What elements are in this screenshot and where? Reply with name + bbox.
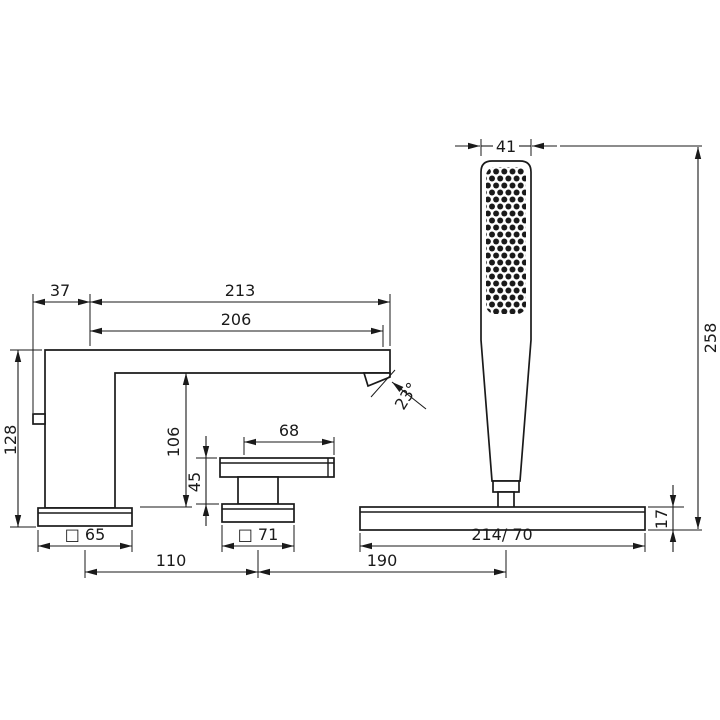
dim-shower-height-label: 258 — [701, 323, 720, 354]
dim-spout-reach-label: 206 — [221, 310, 252, 329]
shower-base-plate — [359, 506, 646, 531]
spout-aerator-nozzle — [362, 372, 391, 388]
handle-base-plate — [221, 503, 295, 523]
dim-spout-handle-spacing-label: 110 — [156, 551, 187, 570]
handshower-spray-face — [486, 167, 526, 314]
spout-side-tab — [32, 413, 46, 425]
dim-spout-height-label: 128 — [1, 425, 20, 456]
dim-spout-back-offset-label: 37 — [50, 281, 70, 300]
dim-handle-height-label: 45 — [185, 472, 204, 492]
dim-handle-shower-spacing-label: 190 — [367, 551, 398, 570]
dim-handle-length-label: 68 — [279, 421, 299, 440]
extension-lines — [10, 139, 702, 578]
handshower-connector-ring — [492, 480, 520, 493]
fixture-outlines — [32, 160, 646, 531]
dim-handle-base-square-label: □ 71 — [238, 525, 279, 544]
handle-stem — [237, 476, 279, 505]
spout-base-plate — [37, 507, 133, 527]
dim-shower-base-plate-label: 214/ 70 — [471, 525, 532, 544]
dim-base-plate-height-label: 17 — [652, 509, 671, 529]
handshower-connector-stem — [497, 491, 515, 509]
handle-lever — [219, 457, 335, 478]
dim-spout-base-square-label: □ 65 — [65, 525, 106, 544]
dim-spout-length-label: 213 — [225, 281, 256, 300]
dim-shower-head-width-label: 41 — [496, 137, 516, 156]
dim-spout-clearance-label: 106 — [164, 427, 183, 458]
spout-body — [44, 349, 391, 509]
dimension-lines — [14, 142, 702, 576]
